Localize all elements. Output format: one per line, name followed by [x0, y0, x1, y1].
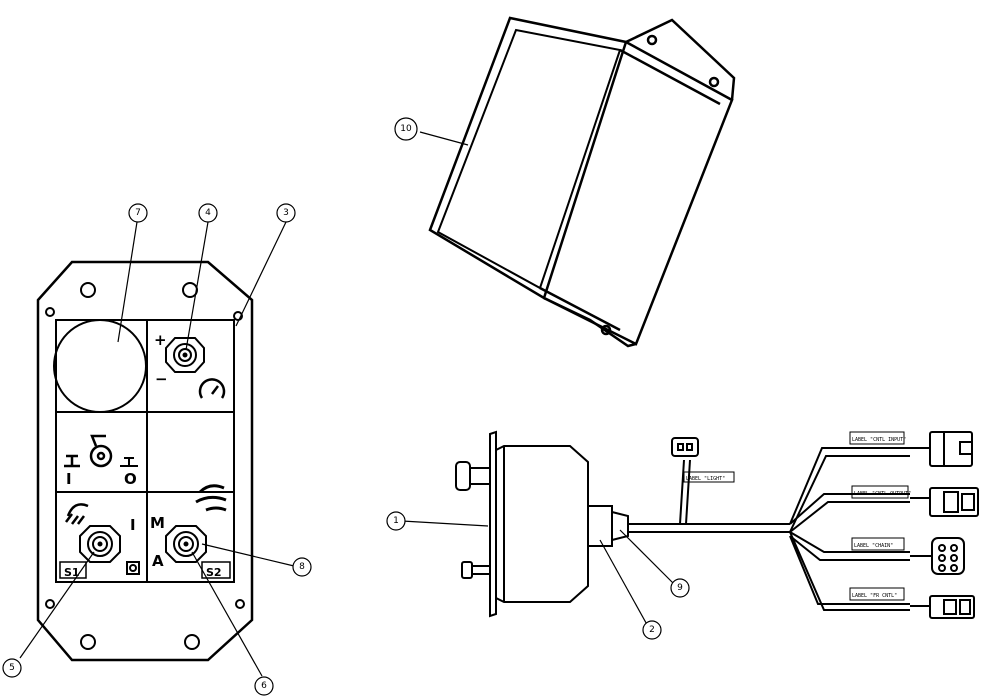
mount-hole	[80, 282, 96, 298]
panel-plate	[36, 260, 254, 662]
mount-plate	[489, 430, 497, 618]
left-i-label: I	[130, 516, 136, 534]
horn-icon	[65, 503, 89, 525]
switch-assembly	[455, 430, 979, 619]
indicator-box	[126, 561, 140, 575]
m-label: M	[150, 514, 165, 532]
mount-hole	[184, 634, 200, 650]
callout-1: 1	[386, 511, 406, 531]
corner-screw	[235, 599, 245, 609]
pos-i-label: I	[66, 470, 72, 488]
harness-label-3: LABEL "CHAIN"	[854, 543, 893, 549]
harness-label-2: LABEL "CNTL OUTPUT"	[854, 491, 911, 497]
svg-text:1: 1	[393, 516, 399, 526]
connector-chain	[910, 537, 965, 575]
callout-4: 4	[198, 203, 218, 223]
speedometer-icon	[198, 378, 226, 399]
switch-4	[165, 337, 205, 373]
callout-9: 9	[670, 578, 690, 598]
svg-text:8: 8	[299, 562, 305, 572]
connector-cntl-output	[910, 487, 979, 517]
box-flange-top	[625, 18, 736, 101]
callout-10: 10	[394, 117, 418, 141]
mount-hole	[80, 634, 96, 650]
svg-text:6: 6	[261, 681, 267, 691]
cable-gland	[587, 505, 613, 547]
key-icon	[89, 434, 113, 468]
callout-2: 2	[642, 620, 662, 640]
svg-text:9: 9	[677, 583, 683, 593]
mount-hole	[182, 282, 198, 298]
svg-text:2: 2	[649, 625, 655, 635]
s1-label: S1	[64, 566, 80, 579]
harness-label-4: LABEL "FR CNTL"	[852, 593, 897, 599]
light-label-box	[683, 471, 735, 483]
connector-fr-cntl	[910, 595, 975, 619]
callout-6: 6	[254, 676, 274, 696]
harness-label-box	[851, 485, 909, 499]
corner-screw	[233, 311, 243, 321]
switch-5	[79, 525, 121, 563]
plus-label: +	[154, 331, 167, 349]
switch-body	[495, 445, 589, 603]
callout-3: 3	[276, 203, 296, 223]
light-connector	[671, 437, 699, 457]
svg-text:5: 5	[9, 663, 15, 673]
svg-text:7: 7	[135, 208, 141, 218]
switch-6	[165, 525, 207, 563]
hour-gauge	[53, 319, 147, 413]
corner-screw	[45, 599, 55, 609]
harness-label-box	[849, 431, 905, 445]
callouts: 7 4 3 5 6 8 1 2	[2, 117, 690, 696]
svg-text:3: 3	[283, 208, 289, 218]
enclosure-box	[428, 16, 736, 348]
harness-label-box	[849, 587, 905, 601]
connector-cntl-input	[910, 431, 973, 467]
callout-7: 7	[128, 203, 148, 223]
svg-text:10: 10	[400, 124, 412, 134]
s1-tag	[59, 561, 87, 579]
lamp-off-icon	[120, 457, 138, 467]
control-panel	[36, 260, 254, 662]
callout-5: 5	[2, 658, 22, 678]
fan-icon	[195, 484, 227, 512]
corner-screw	[45, 307, 55, 317]
lamp-on-icon	[64, 454, 80, 468]
harness-label-1: LABEL "CNTL INPUT"	[852, 437, 906, 443]
panel-face	[55, 319, 235, 583]
leader-lines	[19, 131, 677, 677]
a-label: A	[152, 552, 164, 570]
box-front	[428, 16, 628, 300]
s2-label: S2	[206, 566, 222, 579]
light-label: LABEL "LIGHT"	[686, 476, 725, 482]
minus-label: −	[155, 370, 168, 388]
pos-o-label: O	[124, 470, 137, 488]
callout-8: 8	[292, 557, 312, 577]
svg-text:4: 4	[205, 208, 211, 218]
harness-label-box	[851, 537, 905, 551]
